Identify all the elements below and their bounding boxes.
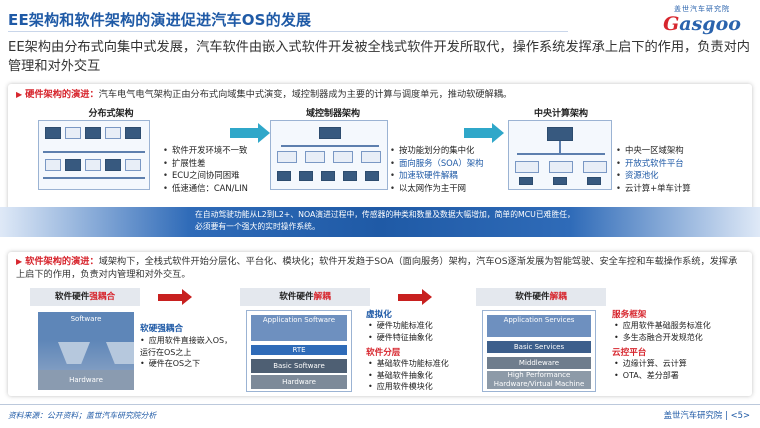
- layer-hardware: Hardware: [38, 370, 134, 390]
- arch-title-distributed: 分布式架构: [88, 109, 134, 119]
- banner-text: 在自动驾驶功能从L2到L2+、NOA演进过程中，传感器的种类和数量及数据大幅增加…: [195, 210, 575, 231]
- coupled-subtitle: 软硬强耦合: [140, 324, 183, 334]
- layer-basic-services: Basic Services: [487, 341, 591, 353]
- page-number: | <5>: [725, 410, 750, 420]
- autonomous-driving-banner: 在自动驾驶功能从L2到L2+、NOA演进过程中，传感器的种类和数量及数据大幅增加…: [0, 207, 760, 237]
- decoupled-stack-diagram-1: Application Software RTE Basic Software …: [246, 310, 352, 392]
- logo-caption: 盖世汽车研究院: [674, 5, 730, 13]
- virtualization-subtitle: 虚拟化: [366, 310, 392, 320]
- section1-heading: ▶硬件架构的演进：汽车电气电气架构正由分布式向域集中式演变，域控制器成为主要的计…: [16, 89, 513, 100]
- intro-text: EE架构由分布式向集中式发展，汽车软件由嵌入式软件开发被全栈式软件开发所取代，操…: [8, 40, 750, 74]
- layering-bullets: 基础软件功能标准化 基础软件抽象化 应用软件模块化: [368, 358, 478, 393]
- layer-software: Software: [38, 312, 134, 342]
- decoupled-stack-diagram-2: Application Services Basic Services Midd…: [482, 310, 596, 392]
- stage-label-decoupled-2: 软件硬件解耦: [476, 288, 606, 306]
- distributed-arch-bullets: 软件开发环境不一致 扩展性差 ECU之间协同困难 低速通信：CAN/LIN: [163, 144, 263, 194]
- layer-application-software: Application Software: [251, 315, 347, 341]
- arch-title-domain: 域控制器架构: [305, 109, 360, 119]
- domain-arch-diagram: [270, 120, 388, 190]
- stage-arrow-2: [398, 294, 422, 301]
- section2-heading: ▶软件架构的演进：域架构下，全栈式软件开始分层化、平台化、模块化；软件开发趋于S…: [16, 256, 738, 280]
- cloud-platform-subtitle: 云控平台: [612, 348, 647, 358]
- arch-title-central: 中央计算架构: [533, 109, 588, 119]
- layer-rte: RTE: [251, 345, 347, 355]
- central-arch-bullets: 中央一区域架构 开放式软件平台 资源池化 云计算+单车计算: [616, 144, 736, 194]
- footer-divider: [0, 404, 760, 405]
- layer-hardware-2: Hardware: [251, 375, 347, 389]
- page-title: EE架构和软件架构的演进促进汽车OS的发展: [8, 11, 312, 29]
- footer-org: 盖世汽车研究院 | <5>: [663, 410, 750, 420]
- software-architecture-panel: ▶软件架构的演进：域架构下，全栈式软件开始分层化、平台化、模块化；软件开发趋于S…: [8, 252, 752, 396]
- virtualization-bullets: 硬件功能标准化 硬件特征抽象化: [368, 320, 478, 343]
- stage-arrow-1: [158, 294, 182, 301]
- service-framework-bullets: 应用软件基础服务标准化 多生态融合开发规范化: [614, 320, 750, 343]
- logo-wordmark: Gasgoo: [663, 13, 741, 35]
- coupled-stack-diagram: Software Hardware: [38, 312, 134, 390]
- central-arch-diagram: [508, 120, 612, 190]
- layer-high-performance-hardware: High Performance Hardware/Virtual Machin…: [487, 371, 591, 389]
- layer-basic-software: Basic Software: [251, 359, 347, 373]
- domain-arch-bullets: 按功能划分的集中化 面向服务（SOA）架构 加速软硬件解耦 以太网作为主干网: [390, 144, 510, 194]
- stage-arrow-1-head: [182, 289, 192, 305]
- gasgoo-logo: 盖世汽车研究院 Gasgoo: [650, 4, 754, 34]
- hardware-architecture-panel: ▶硬件架构的演进：汽车电气电气架构正由分布式向域集中式演变，域控制器成为主要的计…: [8, 84, 752, 228]
- layer-middleware: Middleware: [487, 357, 591, 369]
- stage-label-coupled: 软件硬件强耦合: [30, 288, 140, 306]
- stage-arrow-2-head: [422, 289, 432, 305]
- coupled-bullets: 应用软件直接嵌入OS，运行在OS之上 硬件在OS之下: [140, 335, 236, 370]
- layering-subtitle: 软件分层: [366, 348, 401, 358]
- stage-label-decoupled-1: 软件硬件解耦: [240, 288, 370, 306]
- source-note: 资料来源：公开资料；盖世汽车研究院分析: [8, 411, 157, 420]
- title-divider: [8, 31, 568, 32]
- service-framework-subtitle: 服务框架: [612, 310, 647, 320]
- distributed-arch-diagram: [38, 120, 150, 190]
- layer-application-services: Application Services: [487, 315, 591, 337]
- cloud-platform-bullets: 边缘计算、云计算 OTA、差分部署: [614, 358, 750, 381]
